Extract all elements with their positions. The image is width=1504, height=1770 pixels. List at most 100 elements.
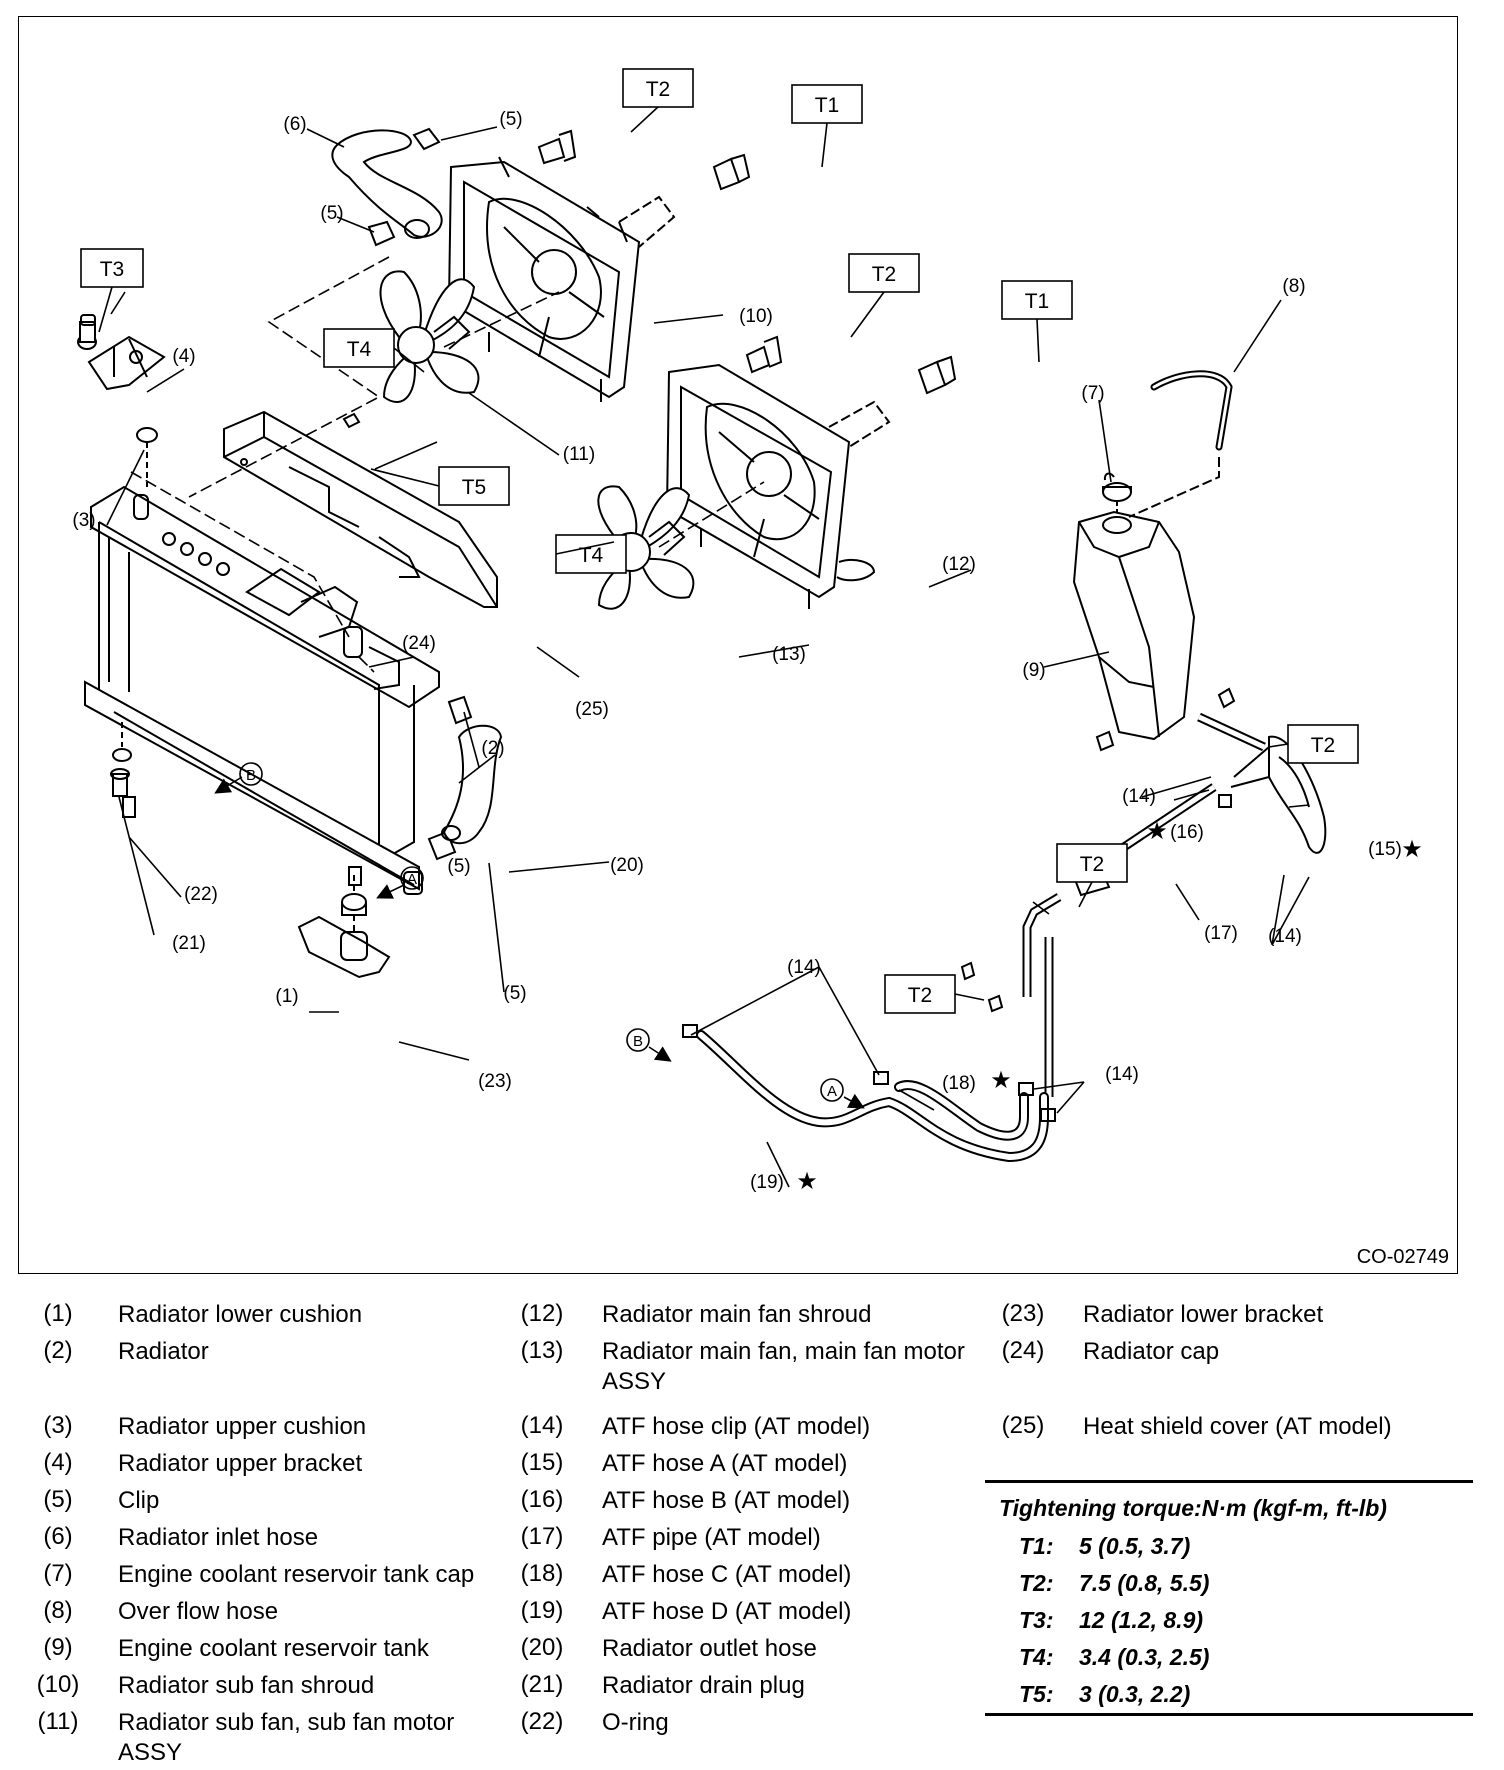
legend-text: Radiator: [118, 1338, 209, 1365]
legend-text: Radiator upper bracket: [118, 1450, 363, 1477]
marker-a-hose: A: [827, 1083, 837, 1100]
star-16: ★: [1146, 818, 1168, 845]
callout-5-d: (5): [503, 983, 526, 1004]
diagram-drawing: T2 T1 T3 T4 T2 T1 T5 T4 T2 T2 T2 (6) (5)…: [72, 68, 1423, 1195]
torque-label-t1-a: T1: [815, 94, 840, 117]
outlet-hose-drawing: [441, 724, 503, 845]
legend-number: (3): [43, 1412, 73, 1439]
legend-number: (23): [1001, 1300, 1045, 1327]
legend-number: (5): [43, 1486, 73, 1513]
torque-label-t5: T5: [462, 476, 487, 499]
callout-2: (2): [481, 738, 504, 759]
callout-16: (16): [1170, 822, 1204, 843]
legend-number: (14): [520, 1412, 564, 1439]
callout-4: (4): [172, 346, 195, 367]
callout-22: (22): [184, 884, 218, 905]
callout-5-c: (5): [447, 856, 470, 877]
legend-number: (1): [43, 1300, 73, 1327]
marker-b-radiator: B: [246, 767, 256, 784]
callout-25: (25): [575, 699, 609, 720]
legend-number: (16): [520, 1486, 564, 1513]
legend-text: Radiator outlet hose: [602, 1635, 817, 1662]
callout-18: (18): [942, 1073, 976, 1094]
upper-bracket-drawing: [77, 314, 166, 487]
legend-number: (17): [520, 1523, 564, 1550]
legend-number: (22): [520, 1708, 564, 1735]
legend-number: (7): [43, 1560, 73, 1587]
torque-table: Tightening torque:N·m (kgf-m, ft-lb) T1:…: [985, 1480, 1473, 1716]
legend-text: Radiator cap: [1083, 1338, 1220, 1365]
legend-number: (2): [43, 1337, 73, 1364]
callout-14-b: (14): [1105, 1064, 1139, 1085]
callout-11: (11): [563, 444, 595, 465]
legend-text: ATF hose A (AT model): [602, 1450, 848, 1477]
marker-b-hose: B: [633, 1033, 643, 1050]
legend-text: ATF pipe (AT model): [602, 1524, 821, 1551]
legend-number: (24): [1001, 1337, 1045, 1364]
legend-number: (8): [43, 1597, 73, 1624]
torque-label-t2-a: T2: [646, 78, 671, 101]
callout-15: (15): [1368, 839, 1402, 860]
legend-number: (10): [36, 1671, 80, 1698]
inlet-hose-drawing: [331, 129, 443, 239]
legend-text: Radiator upper cushion: [118, 1413, 367, 1440]
callout-13: (13): [772, 644, 806, 665]
callout-7: (7): [1081, 383, 1104, 404]
legend-text: Heat shield cover (AT model): [1083, 1413, 1392, 1440]
legend-text: Radiator sub fan, sub fan motor ASSY: [118, 1709, 455, 1766]
legend-number: (18): [520, 1560, 564, 1587]
torque-label-t2-d: T2: [1080, 853, 1105, 876]
main-fan-shroud-drawing: [665, 363, 891, 609]
legend-text: ATF hose D (AT model): [602, 1598, 852, 1625]
legend-number: (15): [520, 1449, 564, 1476]
legend-text: Radiator main fan, main fan motor ASSY: [602, 1338, 965, 1395]
legend-text: Radiator lower bracket: [1083, 1301, 1324, 1328]
legend-text: Clip: [118, 1487, 160, 1514]
lower-bracket-drawing: [297, 875, 391, 979]
marker-a-radiator: A: [407, 871, 417, 888]
clip-drawings: [367, 127, 473, 861]
callout-6: (6): [283, 114, 306, 135]
callout-1: (1): [275, 986, 298, 1007]
legend-text: Radiator lower cushion: [118, 1301, 363, 1328]
callout-19: (19): [750, 1172, 784, 1193]
callout-12: (12): [942, 554, 976, 575]
bolt-drawings: [537, 129, 1115, 1013]
star-18: ★: [990, 1067, 1012, 1094]
torque-label-t2-b: T2: [872, 263, 897, 286]
atf-pipe-drawing: [682, 687, 1327, 1163]
drain-plug-drawing: [110, 722, 132, 797]
callout-9: (9): [1022, 660, 1045, 681]
callout-10: (10): [739, 306, 773, 327]
legend-number: (9): [43, 1634, 73, 1661]
callout-17: (17): [1204, 923, 1238, 944]
legend-number: (25): [1001, 1412, 1045, 1439]
diagram-labels: T2 T1 T3 T4 T2 T1 T5 T4 T2 T2 T2 (6) (5)…: [72, 78, 1422, 1195]
callout-14-a: (14): [787, 957, 821, 978]
legend-number: (13): [520, 1337, 564, 1364]
legend-text: Engine coolant reservoir tank cap: [118, 1561, 475, 1588]
legend-number: (12): [520, 1300, 564, 1327]
legend-text: Engine coolant reservoir tank: [118, 1635, 429, 1662]
legend-number: (20): [520, 1634, 564, 1661]
torque-title: Tightening torque:N·m (kgf-m, ft-lb): [999, 1495, 1387, 1521]
sub-fan-shroud-drawing: [447, 156, 676, 402]
legend-text: Radiator sub fan shroud: [118, 1672, 375, 1699]
legend-text: O-ring: [602, 1709, 669, 1736]
callout-14-d: (14): [1122, 786, 1156, 807]
heat-shield-drawing: [223, 410, 498, 608]
legend-text: ATF hose C (AT model): [602, 1561, 852, 1588]
legend-text: Over flow hose: [118, 1598, 279, 1625]
torque-label-t2-c: T2: [1311, 734, 1336, 757]
callout-21: (21): [172, 933, 206, 954]
legend-text: Radiator main fan shroud: [602, 1301, 872, 1328]
exploded-diagram: T2 T1 T3 T4 T2 T1 T5 T4 T2 T2 T2 (6) (5)…: [18, 16, 1458, 1274]
callout-23: (23): [478, 1071, 512, 1092]
legend-text: ATF hose B (AT model): [602, 1487, 851, 1514]
callout-5-a: (5): [499, 109, 522, 130]
torque-label-t3: T3: [100, 258, 125, 281]
callout-5-b: (5): [320, 203, 343, 224]
figure-id: CO-02749: [1356, 1246, 1449, 1268]
callout-8: (8): [1282, 276, 1305, 297]
reservoir-tank-drawing: [1072, 370, 1233, 741]
